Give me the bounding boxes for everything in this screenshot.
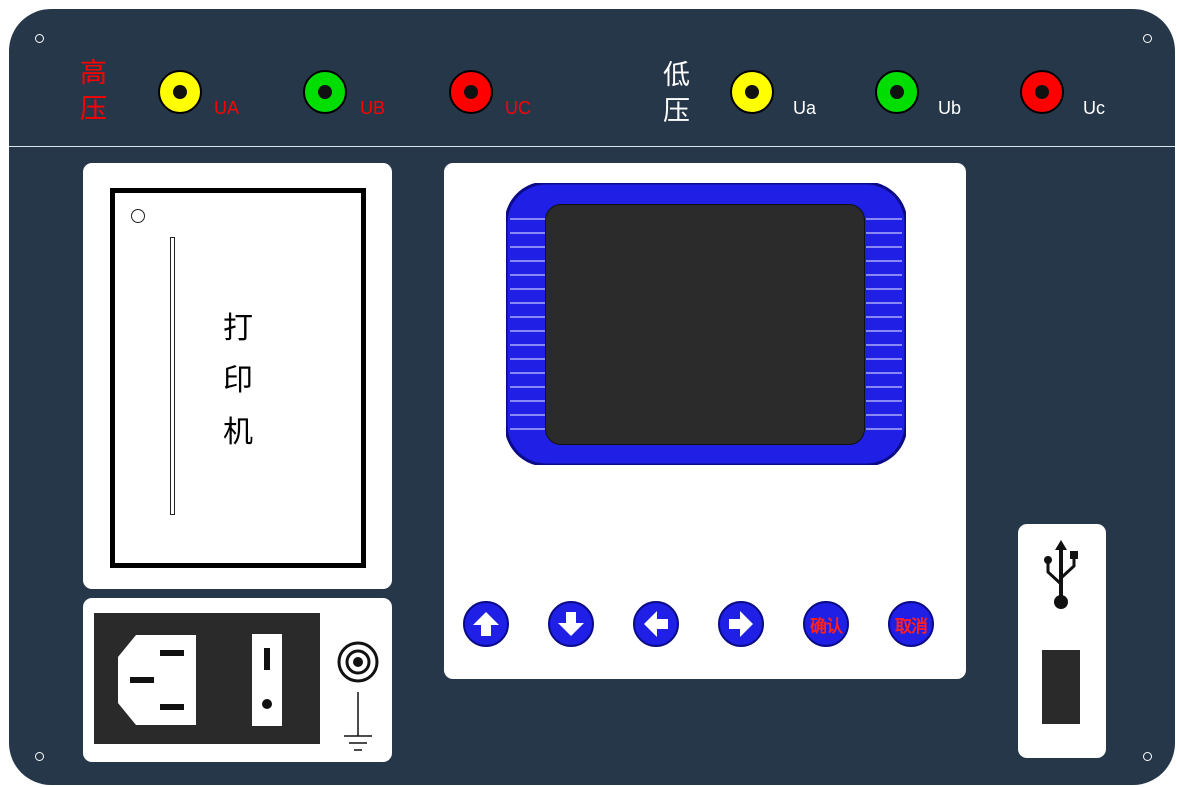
printer-label: 打 印 机 [218, 303, 258, 459]
terminal-UC[interactable] [449, 70, 493, 114]
right-arrow-icon [729, 611, 753, 637]
terminal-label-Ua: Ua [793, 98, 817, 118]
low-voltage-label: 低 压 [663, 58, 699, 130]
low-voltage-label-line2: 压 [663, 96, 690, 127]
usb-icon [1040, 538, 1082, 612]
rocker-switch-icon[interactable] [252, 634, 282, 726]
high-voltage-label-line2: 压 [80, 94, 107, 125]
up-arrow-button[interactable] [463, 601, 509, 647]
terminal-label-Uc: Uc [1083, 98, 1105, 118]
screw-icon [35, 752, 44, 761]
high-voltage-label-line1: 高 [80, 58, 107, 89]
terminal-label-Ub: Ub [938, 98, 962, 118]
right-arrow-button[interactable] [718, 601, 764, 647]
screw-icon [1143, 34, 1152, 43]
left-arrow-button[interactable] [633, 601, 679, 647]
printer-label-char: 机 [223, 415, 253, 450]
down-arrow-button[interactable] [548, 601, 594, 647]
usb-port[interactable] [1042, 650, 1080, 724]
lcd-screen [545, 204, 865, 445]
confirm-button[interactable]: 确认 [803, 601, 849, 647]
screw-icon [1143, 752, 1152, 761]
terminal-label-UA: UA [214, 98, 240, 118]
panel-divider [9, 146, 1175, 147]
terminal-UB[interactable] [303, 70, 347, 114]
down-arrow-icon [558, 612, 584, 636]
cancel-button[interactable]: 取消 [888, 601, 934, 647]
terminal-label-UC: UC [505, 98, 531, 118]
screw-icon [35, 34, 44, 43]
paper-slot [170, 237, 175, 515]
left-arrow-icon [644, 611, 668, 637]
high-voltage-label: 高 压 [80, 56, 116, 128]
low-voltage-label-line1: 低 [663, 60, 690, 91]
printer-label-char: 打 [223, 311, 253, 346]
confirm-button-label: 确认 [810, 616, 843, 637]
ground-terminal-icon[interactable] [336, 640, 380, 756]
printer-label-char: 印 [223, 363, 253, 398]
terminal-label-UB: UB [360, 98, 386, 118]
iec-power-socket-icon[interactable] [118, 635, 196, 725]
printer-indicator-icon [131, 209, 145, 223]
terminal-Ua[interactable] [730, 70, 774, 114]
terminal-Ub[interactable] [875, 70, 919, 114]
terminal-UA[interactable] [158, 70, 202, 114]
cancel-button-label: 取消 [895, 616, 928, 637]
printer-door[interactable] [110, 188, 366, 568]
terminal-Uc[interactable] [1020, 70, 1064, 114]
up-arrow-icon [473, 612, 499, 636]
